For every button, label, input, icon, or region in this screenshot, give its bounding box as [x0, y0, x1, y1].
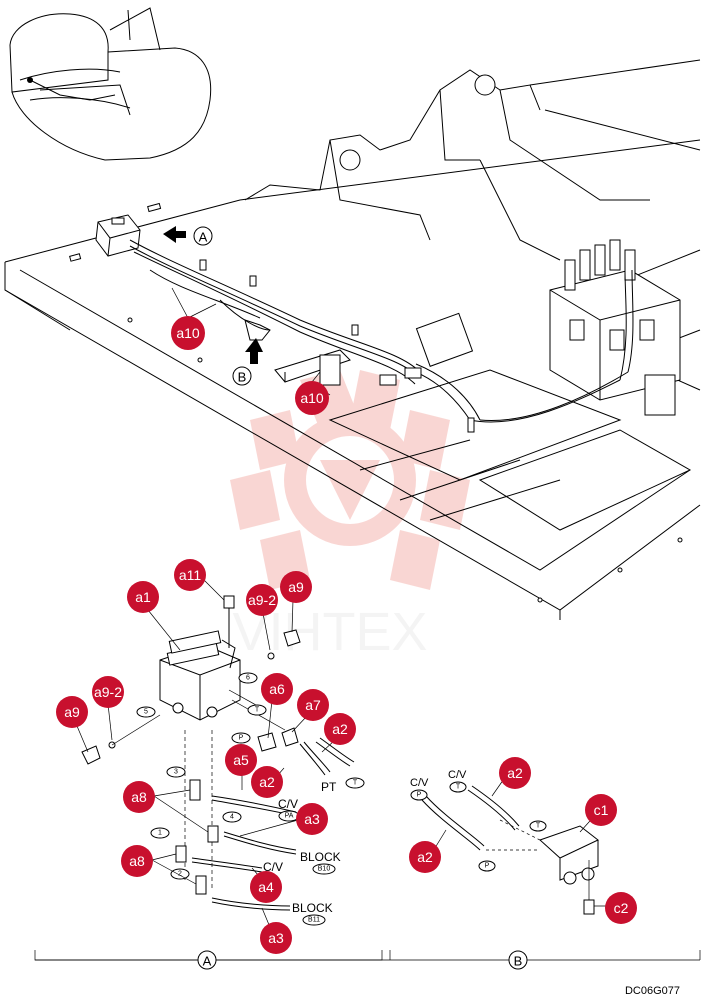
- callout-label: a4: [258, 879, 274, 895]
- callout-a9: a9: [56, 696, 88, 728]
- callout-c2: c2: [605, 892, 637, 924]
- callout-label: a9-2: [94, 684, 122, 700]
- drawing-code: DC06G077: [625, 985, 680, 997]
- callout-a4: a4: [250, 871, 282, 903]
- port-tags: 5 6 T P 3 4 1 2 T PA B10 B11 P T T P: [136, 672, 547, 926]
- line-label-cv: C/V: [448, 769, 467, 781]
- callout-label: c2: [614, 900, 629, 916]
- callout-label: a9-2: [248, 592, 276, 608]
- line-label-block: BLOCK: [292, 901, 333, 915]
- callout-label: c1: [594, 802, 609, 818]
- callout-label: a9: [64, 704, 80, 720]
- callout-a6: a6: [261, 673, 293, 705]
- callout-label: a6: [269, 681, 285, 697]
- port-tag: B10: [318, 866, 331, 873]
- callout-a2: a2: [499, 757, 531, 789]
- callout-label: a11: [179, 567, 202, 583]
- port-tag: 4: [230, 814, 234, 821]
- callout-a2: a2: [409, 841, 441, 873]
- arrow-a: A: [163, 226, 213, 246]
- callout-a8: a8: [123, 781, 155, 813]
- view-label-b: B: [508, 950, 528, 970]
- port-tag: P: [485, 863, 490, 870]
- callout-a8: a8: [121, 845, 153, 877]
- callout-label: a3: [268, 930, 284, 946]
- callout-a2: a2: [251, 766, 283, 798]
- line-labels: PT C/V BLOCK C/V BLOCK C/V C/V: [263, 769, 467, 915]
- port-tag: 5: [144, 709, 148, 716]
- callout-label: a2: [259, 774, 275, 790]
- callout-label: a2: [417, 849, 433, 865]
- watermark-logo: VIHTEX: [230, 370, 470, 662]
- view-label-a-text: A: [203, 954, 212, 969]
- callout-label: a7: [305, 697, 321, 713]
- line-label-cv: C/V: [278, 797, 298, 811]
- port-tag: T: [255, 707, 260, 714]
- port-tag: 6: [246, 675, 250, 682]
- port-tag: P: [239, 735, 244, 742]
- line-label-cv: C/V: [410, 777, 429, 789]
- view-label-a: A: [197, 950, 217, 970]
- callout-label: a1: [135, 589, 151, 605]
- callout-a3: a3: [260, 922, 292, 954]
- line-label-pt: PT: [321, 780, 337, 794]
- callout-a3: a3: [296, 803, 328, 835]
- port-tag: 3: [174, 769, 178, 776]
- port-tag: T: [353, 780, 358, 787]
- callout-leaders: [76, 577, 612, 933]
- callouts: a10 a10 a11 a1 a9-2 a9 a9-2 a9: [56, 316, 637, 954]
- callout-label: a2: [507, 765, 523, 781]
- port-tag: T: [536, 823, 541, 830]
- detail-b: [421, 785, 599, 915]
- line-label-block: BLOCK: [300, 850, 341, 864]
- callout-label: a10: [300, 390, 324, 406]
- port-tag: 1: [158, 830, 162, 837]
- control-valve: [549, 239, 681, 416]
- port-tag: T: [456, 784, 461, 791]
- callout-a2: a2: [324, 713, 356, 745]
- callout-label: a8: [131, 789, 147, 805]
- callout-label: a3: [304, 811, 320, 827]
- machine-frame: [4, 59, 701, 620]
- port-tag: 2: [178, 871, 182, 878]
- callout-a10: a10: [295, 381, 329, 415]
- callout-a9-2: a9-2: [246, 584, 278, 616]
- callout-label: a9: [288, 579, 304, 595]
- callout-c1: c1: [585, 794, 617, 826]
- hose-bundle-top: [129, 239, 634, 433]
- arrow-b-label: B: [238, 370, 247, 385]
- callout-a7: a7: [297, 689, 329, 721]
- arrow-a-label: A: [199, 230, 208, 245]
- callout-label: a5: [233, 752, 249, 768]
- callout-label: a8: [129, 853, 145, 869]
- seat-thumbnail: [9, 7, 212, 161]
- callout-a9: a9: [280, 571, 312, 603]
- line-label-cv: C/V: [263, 860, 283, 874]
- callout-a5: a5: [225, 744, 257, 776]
- callout-a10: a10: [171, 316, 205, 350]
- callout-label: a10: [176, 325, 200, 341]
- port-tag: P: [417, 792, 422, 799]
- detail-a: [34, 595, 701, 961]
- pedal-block-top: [95, 214, 141, 257]
- port-tag: B11: [308, 917, 320, 924]
- view-label-b-text: B: [514, 954, 523, 969]
- callout-label: a2: [332, 721, 348, 737]
- port-tag: PA: [285, 813, 294, 820]
- callout-a9-2: a9-2: [92, 676, 124, 708]
- callout-a11: a11: [174, 559, 206, 591]
- arrow-b: B: [232, 338, 263, 386]
- callout-a1: a1: [127, 581, 159, 613]
